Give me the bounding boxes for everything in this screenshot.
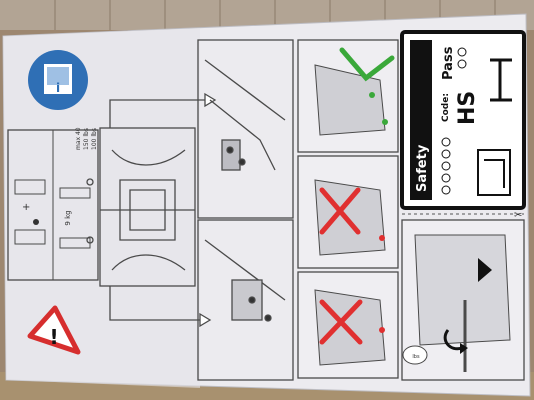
step-frame-ok <box>297 39 399 153</box>
warning-icon: ! <box>27 305 81 355</box>
weight-center-label: 9 kg <box>64 210 72 225</box>
detail-frame-bottom <box>197 219 294 381</box>
code-label: Code: <box>441 93 451 122</box>
weights-panel: 9 kg + max 40 150 lbs 100 lbs <box>7 127 99 281</box>
safety-card: Safety Pass Code: HS <box>400 30 526 210</box>
weight-label-1: max 40 <box>75 127 82 150</box>
scissors-icon: ✂ <box>514 210 522 221</box>
check-mark-icon <box>339 47 395 82</box>
svg-text:+: + <box>22 202 30 213</box>
safety-dots <box>441 137 451 195</box>
svg-text:!: ! <box>49 325 58 349</box>
detail-frame-top <box>197 39 294 219</box>
info-icon: i <box>28 50 88 110</box>
safety-label: Safety <box>415 144 430 192</box>
caption-lbs: lbs <box>412 354 420 360</box>
pass-label: Pass <box>441 46 456 80</box>
weight-label-3: 100 lbs <box>91 128 98 150</box>
svg-text:i: i <box>56 81 60 95</box>
weight-label-2: 150 lbs <box>83 128 90 150</box>
flow-arrows <box>109 92 217 328</box>
code-value: HS <box>455 91 480 125</box>
cross-icon <box>319 299 363 345</box>
step-frame-wrong-2 <box>297 271 399 379</box>
step-frame-wrong-1 <box>297 155 399 269</box>
install-frame: lbs <box>401 219 525 381</box>
cross-icon <box>319 187 361 235</box>
pass-dots <box>457 47 467 69</box>
paper-shadow-fold <box>3 28 200 388</box>
seat-diagram <box>86 127 196 287</box>
